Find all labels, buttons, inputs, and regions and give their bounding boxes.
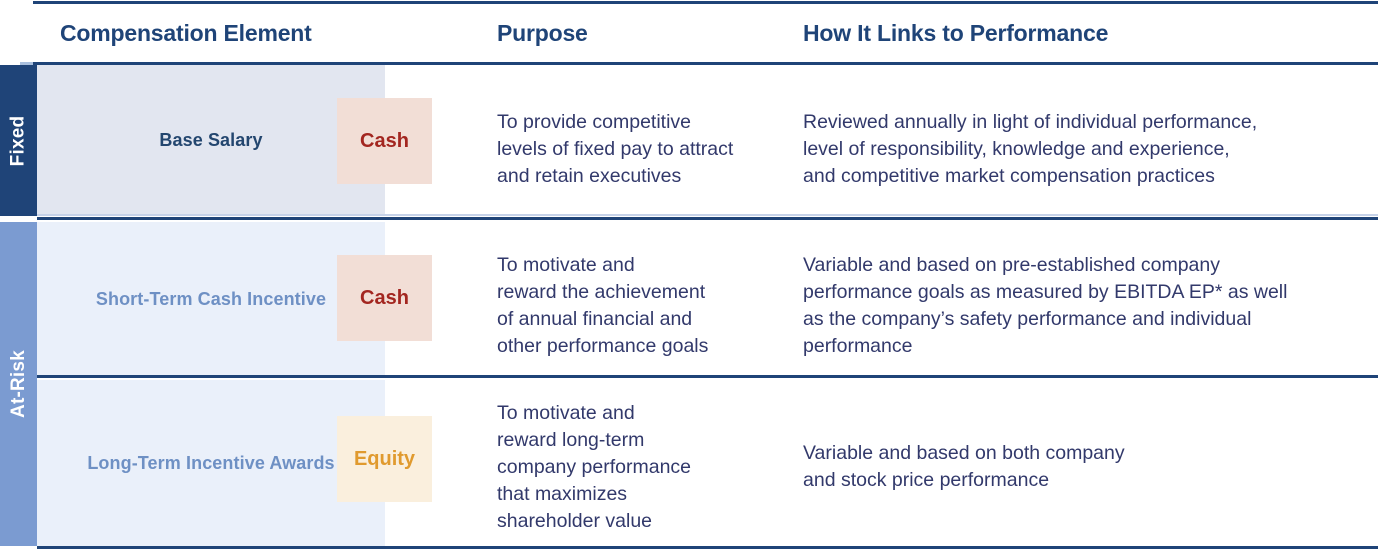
links-line: and stock price performance [803,469,1050,491]
links-to-performance-text: Reviewed annually in light of individual… [803,109,1378,190]
element-panel: Long-Term Incentive Awards [37,380,385,546]
element-name-line: Incentive Awards [186,452,335,473]
purpose-line: levels of fixed pay to attract [497,138,734,160]
table-bottom-rule [37,546,1378,549]
element-name: Short-Term Cash Incentive [96,287,326,312]
table-row: Long-Term Incentive Awards Equity To mot… [37,380,1378,546]
element-name: Base Salary [159,128,262,153]
links-line: performance goals as measured by EBITDA … [803,281,1288,303]
group-label-fixed: Fixed [7,115,29,166]
purpose-line: of annual financial and [497,308,693,330]
badge-cash: Cash [337,255,432,341]
links-line: and competitive market compensation prac… [803,165,1215,187]
top-rule-gap [0,1,33,4]
badge-equity: Equity [337,416,432,502]
column-header-how-it-links-to-performance: How It Links to Performance [803,20,1109,46]
links-line: Reviewed annually in light of individual… [803,111,1258,133]
purpose-line: and retain executives [497,165,682,187]
purpose-text: To provide competitive levels of fixed p… [497,109,797,190]
header-rule [33,62,1378,65]
element-name-line: Long-Term [87,452,181,473]
links-to-performance-text: Variable and based on pre-established co… [803,252,1378,360]
purpose-text: To motivate and reward the achievement o… [497,252,797,360]
element-name-line: Base Salary [159,130,263,150]
group-label-at-risk: At-Risk [7,350,29,418]
group-bar-at-risk: At-Risk [0,222,37,546]
purpose-line: reward the achievement [497,281,706,303]
badge-cash: Cash [337,98,432,184]
element-panel: Base Salary [37,65,385,216]
purpose-line: other performance goals [497,335,709,357]
purpose-line: company performance [497,456,692,478]
purpose-text: To motivate and reward long-term company… [497,400,797,535]
column-header-purpose: Purpose [497,20,588,46]
element-panel: Short-Term Cash Incentive [37,222,385,376]
purpose-line: that maximizes [497,483,628,505]
element-name-line: Short-Term [95,288,193,309]
links-to-performance-text: Variable and based on both company and s… [803,440,1378,494]
purpose-line: To motivate and [497,402,635,424]
purpose-line: To provide competitive [497,111,692,133]
table-header-row: Compensation Element Purpose How It Link… [0,4,1378,64]
links-line: as the company’s safety performance and … [803,308,1252,330]
top-rule [33,1,1378,4]
group-bar-fixed: Fixed [0,65,37,216]
purpose-line: To motivate and [497,254,635,276]
links-line: level of responsibility, knowledge and e… [803,138,1230,160]
header-rule-tint [20,62,34,65]
table-row: Base Salary Cash To provide competitive … [37,65,1378,216]
element-name: Long-Term Incentive Awards [87,451,334,476]
purpose-line: reward long-term [497,429,645,451]
links-line: performance [803,335,913,357]
links-line: Variable and based on pre-established co… [803,254,1220,276]
row-separator-thin [37,214,1378,216]
row-separator [37,375,1378,378]
element-name-line: Cash Incentive [197,288,327,309]
links-line: Variable and based on both company [803,442,1125,464]
column-header-compensation-element: Compensation Element [60,20,312,46]
row-separator [37,217,1378,220]
purpose-line: shareholder value [497,510,653,532]
table-row: Short-Term Cash Incentive Cash To motiva… [37,222,1378,376]
